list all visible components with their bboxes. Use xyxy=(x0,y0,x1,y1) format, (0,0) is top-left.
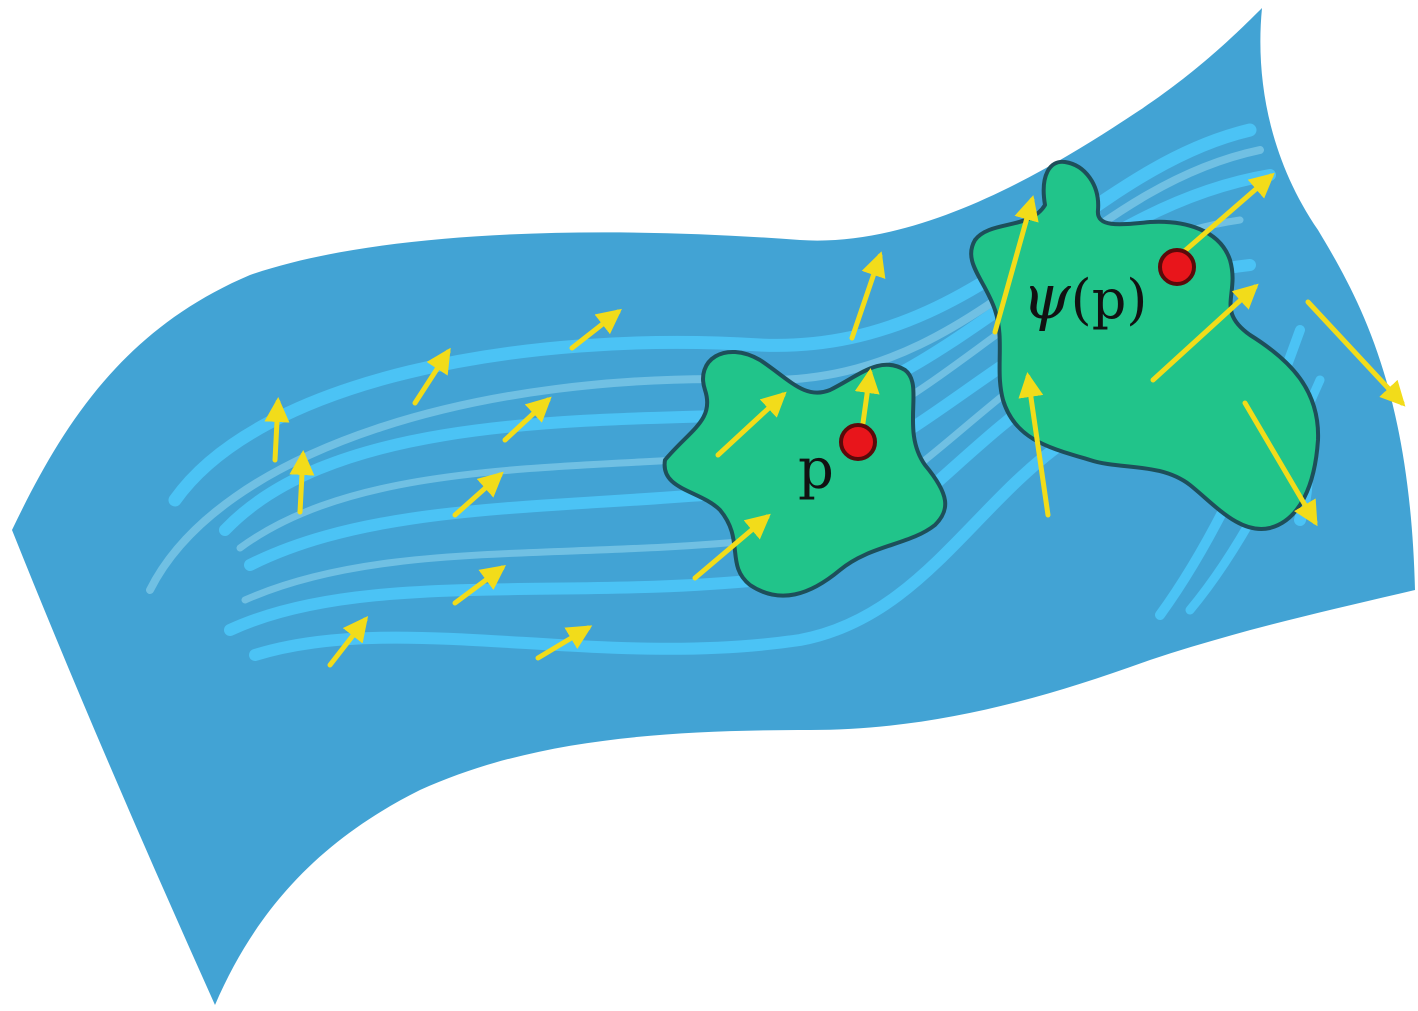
region-psi-u xyxy=(969,159,1321,532)
tangent-vector xyxy=(289,450,315,515)
tangent-vector xyxy=(1242,400,1318,527)
tangent-vector xyxy=(1150,283,1259,383)
tangent-vector xyxy=(692,513,771,581)
label-psi: ψ xyxy=(1022,260,1072,333)
tangent-vector xyxy=(569,308,622,351)
tangent-vector xyxy=(992,195,1039,335)
tangent-vector xyxy=(452,565,507,606)
tangent-vector xyxy=(854,368,880,433)
tangent-vector xyxy=(452,471,504,518)
tangent-vector xyxy=(502,396,552,443)
label-psi-arg: (p) xyxy=(1071,268,1148,331)
label-p: p xyxy=(798,437,834,502)
tangent-vectors xyxy=(264,172,1406,668)
label-psi-p: ψ(p) xyxy=(1022,260,1147,333)
tangent-vector xyxy=(1305,299,1406,407)
tangent-vector xyxy=(264,397,290,463)
tangent-vector xyxy=(327,616,369,668)
tangent-vector xyxy=(535,625,593,661)
region-u xyxy=(662,349,948,598)
tangent-vector xyxy=(1018,372,1051,518)
point-p xyxy=(839,423,877,461)
tangent-vector xyxy=(1177,172,1275,258)
point-psi-p xyxy=(1158,248,1196,286)
tangent-vector xyxy=(715,391,787,458)
tangent-vector xyxy=(849,251,886,341)
tangent-vector xyxy=(412,347,451,406)
